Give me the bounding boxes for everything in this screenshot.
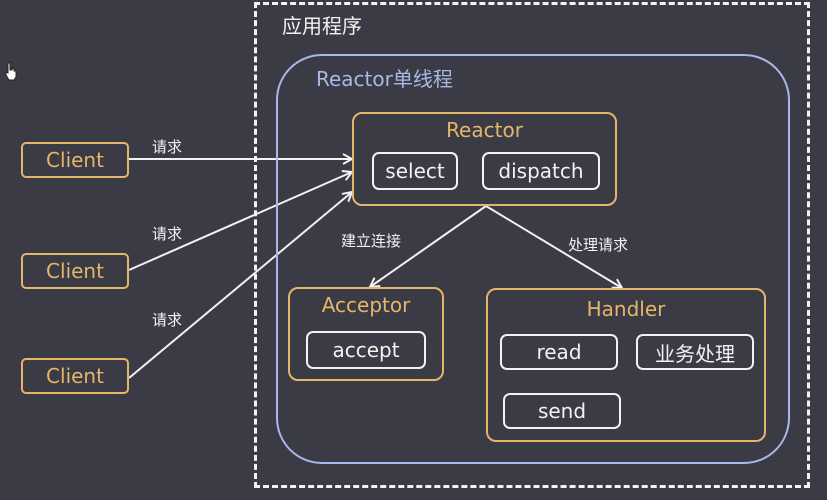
client-box-2: Client (21, 253, 129, 289)
acceptor-title: Acceptor (321, 293, 411, 317)
reactor-thread-title: Reactor单线程 (316, 67, 453, 91)
application-frame (254, 2, 810, 488)
send-box: send (503, 393, 621, 429)
dispatch-box: dispatch (482, 152, 600, 190)
client-1-request-label: 请求 (152, 138, 183, 156)
select-box: select (372, 152, 458, 190)
client-2-to-reactor-arrow (128, 172, 352, 271)
client-box-3: Client (21, 358, 129, 394)
client-box-1: Client (21, 142, 129, 178)
reactor-to-handler-arrow (485, 205, 622, 288)
handle-request-label: 处理请求 (568, 236, 629, 254)
client-3-request-label: 请求 (152, 311, 183, 329)
client-2-request-label: 请求 (152, 225, 183, 243)
establish-connection-label: 建立连接 (341, 232, 402, 250)
business-process-box: 业务处理 (636, 334, 754, 370)
accept-box: accept (306, 331, 426, 369)
application-title: 应用程序 (282, 14, 362, 38)
reactor-to-acceptor-arrow (370, 205, 487, 287)
hand-cursor-icon (5, 62, 17, 81)
handler-title: Handler (586, 297, 666, 321)
reactor-title: Reactor (446, 118, 523, 142)
reactor-thread-frame (276, 54, 790, 464)
client-3-to-reactor-arrow (128, 192, 352, 379)
read-box: read (500, 334, 618, 370)
